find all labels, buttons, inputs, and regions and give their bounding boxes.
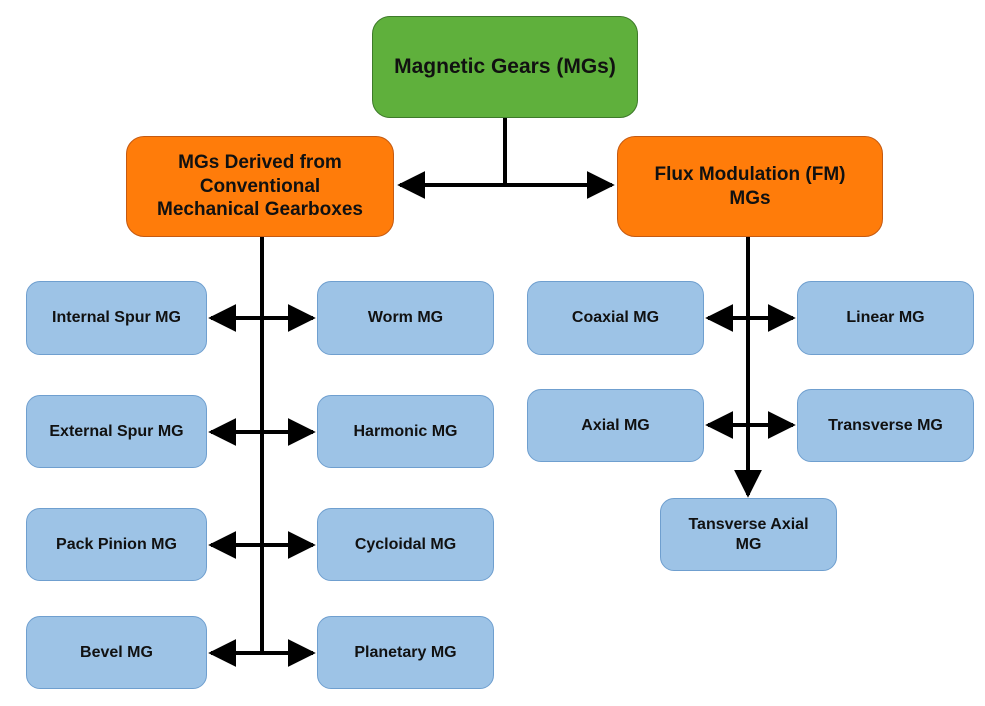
category-conventional: MGs Derived from Conventional Mechanical… <box>126 136 394 237</box>
leaf-pack-pinion: Pack Pinion MG <box>26 508 207 581</box>
leaf-harmonic: Harmonic MG <box>317 395 494 468</box>
root-node: Magnetic Gears (MGs) <box>372 16 638 118</box>
leaf-planetary: Planetary MG <box>317 616 494 689</box>
leaf-transverse-axial: Tansverse Axial MG <box>660 498 837 571</box>
leaf-worm: Worm MG <box>317 281 494 355</box>
category-flux-modulation: Flux Modulation (FM) MGs <box>617 136 883 237</box>
leaf-bevel: Bevel MG <box>26 616 207 689</box>
leaf-transverse: Transverse MG <box>797 389 974 462</box>
leaf-axial: Axial MG <box>527 389 704 462</box>
leaf-external-spur: External Spur MG <box>26 395 207 468</box>
leaf-coaxial: Coaxial MG <box>527 281 704 355</box>
leaf-linear: Linear MG <box>797 281 974 355</box>
leaf-cycloidal: Cycloidal MG <box>317 508 494 581</box>
leaf-internal-spur: Internal Spur MG <box>26 281 207 355</box>
